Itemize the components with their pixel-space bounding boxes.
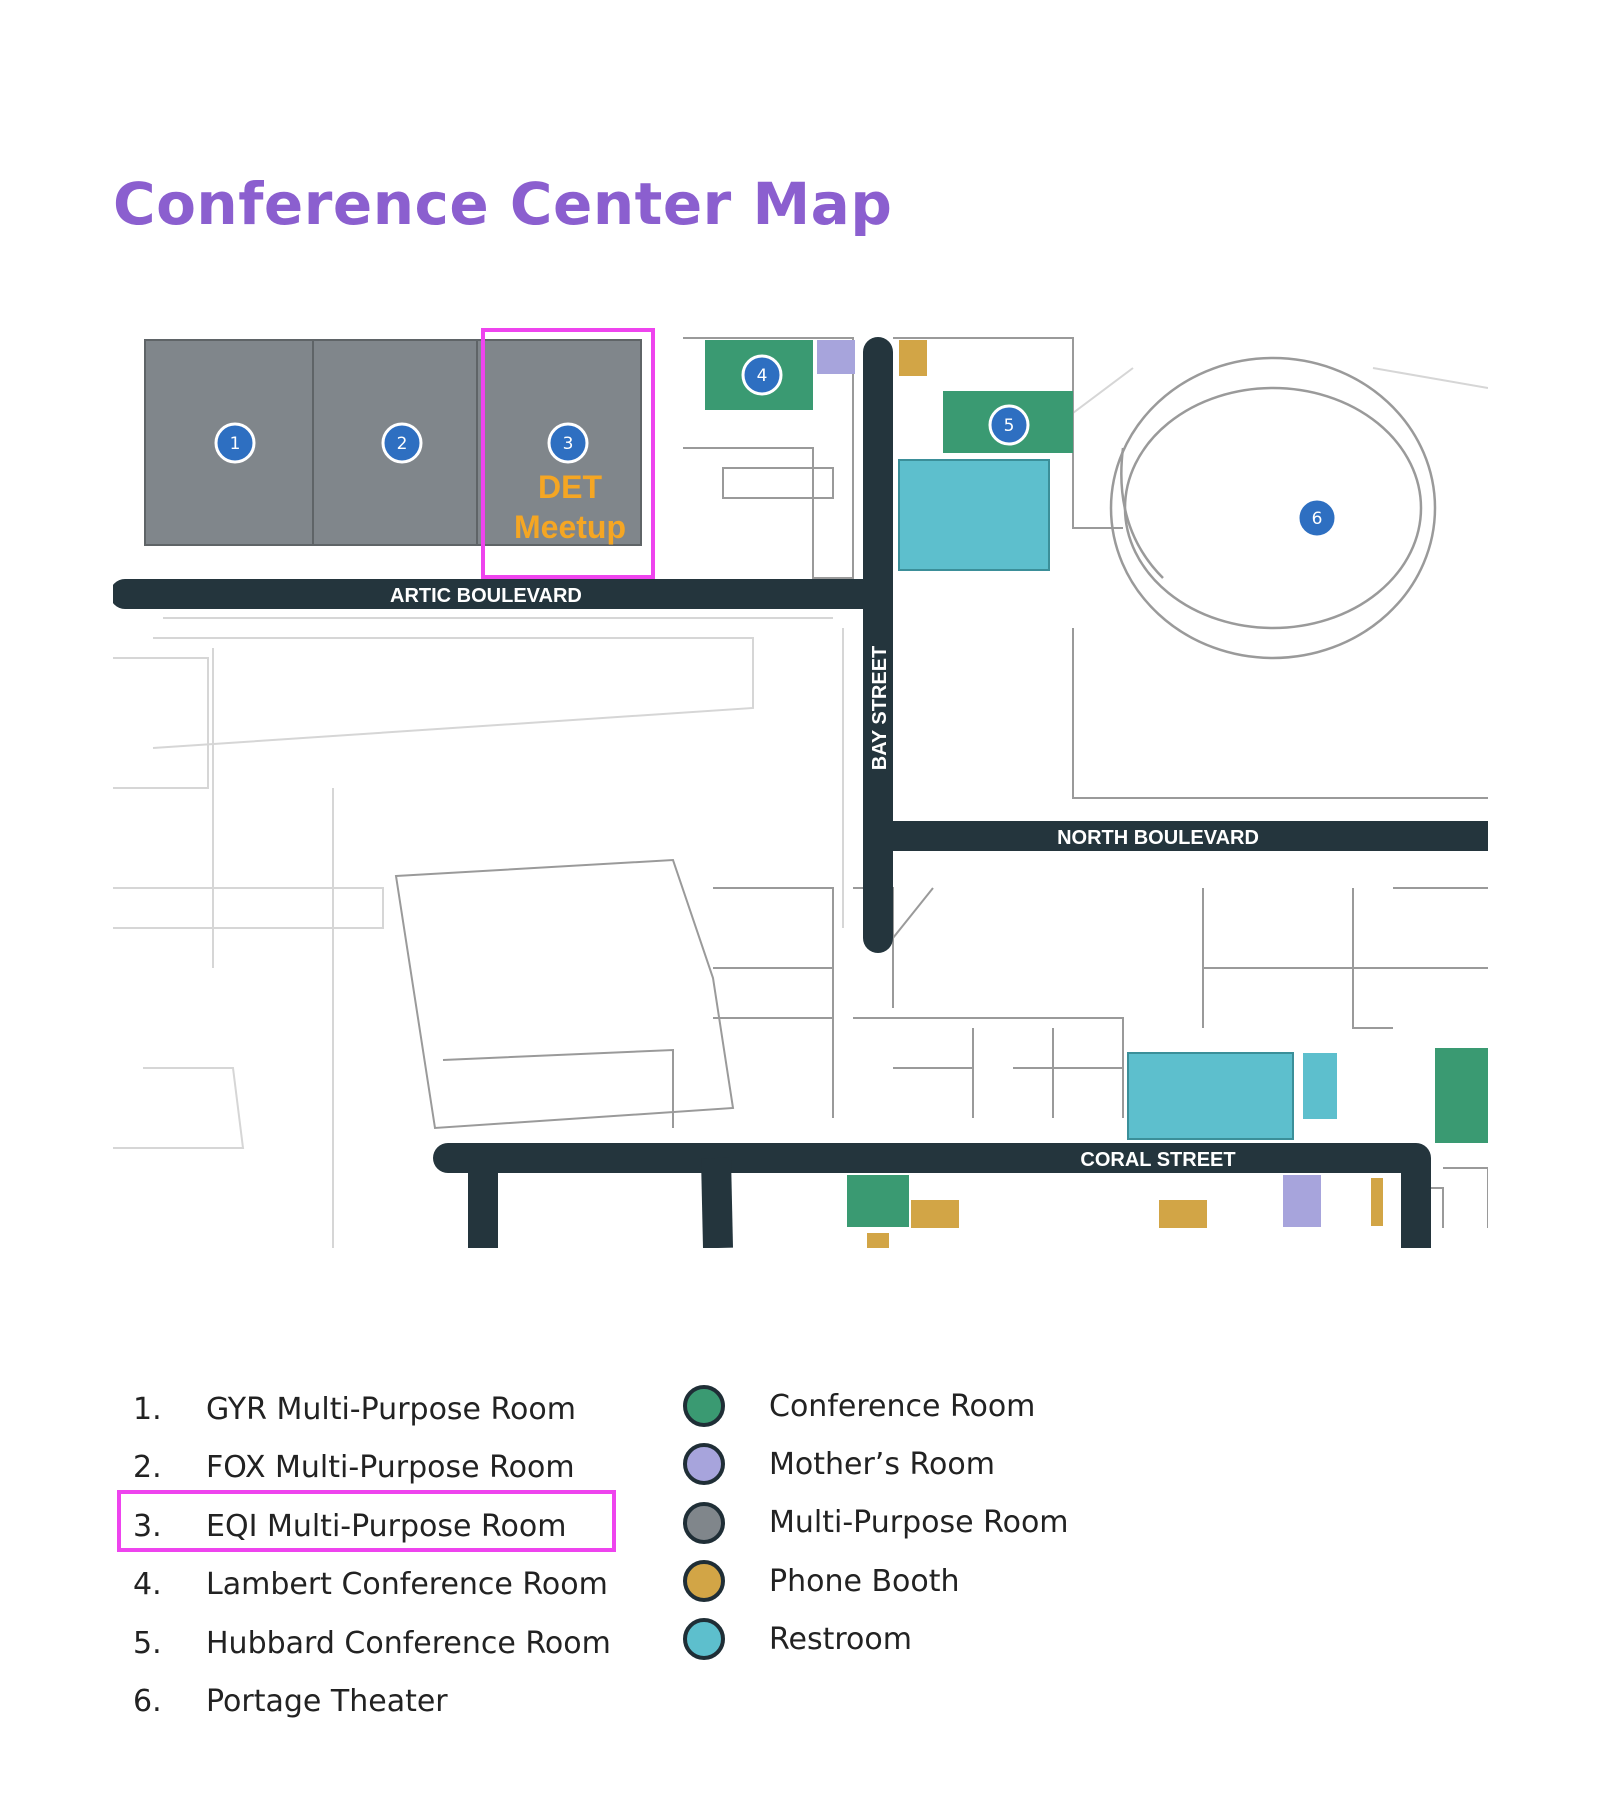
phone-booth-bottom-1 (911, 1200, 959, 1228)
room-list-item[interactable]: 3. EQI Multi-Purpose Room (133, 1497, 611, 1556)
mothers-room-top (817, 340, 855, 374)
conference-room-bottom-right (1435, 1048, 1488, 1143)
pin-5-icon (988, 404, 1030, 446)
room-name: FOX Multi-Purpose Room (206, 1450, 575, 1486)
pin-4-number: 4 (757, 366, 768, 386)
legend-item-multipurpose: Multi-Purpose Room (683, 1494, 1069, 1552)
legend-item-conference: Conference Room (683, 1377, 1069, 1435)
pin-3-number: 3 (563, 434, 574, 454)
legend-item-restroom: Restroom (683, 1610, 1069, 1668)
room-name: Lambert Conference Room (206, 1567, 608, 1603)
room-list-item[interactable]: 4. Lambert Conference Room (133, 1556, 611, 1615)
theater-outline (1109, 356, 1437, 660)
pin-6[interactable]: 6 (1296, 497, 1338, 539)
room-number: 3. (133, 1508, 162, 1544)
north-boulevard-label: NORTH BOULEVARD (1057, 827, 1259, 849)
pin-5-number: 5 (1004, 416, 1015, 436)
pin-4[interactable]: 4 (741, 354, 783, 396)
room-name: Hubbard Conference Room (206, 1625, 611, 1661)
room-number: 1. (133, 1391, 162, 1427)
room-list-item[interactable]: 6. Portage Theater (133, 1673, 611, 1732)
pin-2[interactable]: 2 (381, 422, 423, 464)
floor-plan-svg: ARTIC BOULEVARD BAY STREET NORTH BOULEVA… (113, 328, 1488, 1248)
conference-swatch-icon (683, 1385, 725, 1428)
multipurpose-swatch-icon (683, 1501, 725, 1544)
pin-3[interactable]: 3 (547, 422, 589, 464)
legend-label: Conference Room (769, 1388, 1036, 1424)
map-legend: Conference Room Mother’s Room Multi-Purp… (683, 1377, 1069, 1668)
restroom-swatch-icon (683, 1618, 725, 1661)
floor-map: ARTIC BOULEVARD BAY STREET NORTH BOULEVA… (113, 328, 1488, 1248)
pin-2-number: 2 (397, 434, 408, 454)
restroom-block-bottom (1127, 1052, 1294, 1140)
phone-booth-bottom-4 (867, 1233, 889, 1248)
pin-5[interactable]: 5 (988, 404, 1030, 446)
restroom-small-bottom (1303, 1053, 1337, 1119)
legend-label: Mother’s Room (769, 1446, 995, 1482)
room-name: Portage Theater (206, 1684, 448, 1720)
mothers-room-bottom (1283, 1175, 1321, 1227)
room-list-item[interactable]: 2. FOX Multi-Purpose Room (133, 1439, 611, 1498)
highlight-box-room-list (117, 1490, 616, 1552)
legend-item-mothers: Mother’s Room (683, 1435, 1069, 1493)
pin-6-number: 6 (1312, 509, 1323, 529)
artic-boulevard-label: ARTIC BOULEVARD (390, 585, 582, 607)
room-list-item[interactable]: 1. GYR Multi-Purpose Room (133, 1380, 611, 1439)
det-meetup-label-line-2: Meetup (514, 509, 626, 545)
phone-booth-swatch-icon (683, 1560, 725, 1603)
mothers-room-swatch-icon (683, 1443, 725, 1486)
phone-booth-bottom-3 (1371, 1178, 1383, 1226)
pin-2-icon (381, 422, 423, 464)
streets (113, 337, 1488, 1248)
det-meetup-label-line-1: DET (538, 469, 602, 505)
background-linework (113, 367, 1488, 1248)
conference-room-bottom (847, 1175, 909, 1227)
highlight-box-room-3 (481, 328, 655, 579)
pin-1[interactable]: 1 (214, 422, 256, 464)
pin-4-icon (741, 354, 783, 396)
page-title: Conference Center Map (113, 170, 893, 238)
phone-booth-bottom-2 (1159, 1200, 1207, 1228)
pin-6-icon (1296, 497, 1338, 539)
room-name: GYR Multi-Purpose Room (206, 1391, 576, 1427)
room-list: 1. GYR Multi-Purpose Room 2. FOX Multi-P… (133, 1380, 611, 1731)
room-list-item[interactable]: 5. Hubbard Conference Room (133, 1614, 611, 1673)
pin-1-icon (214, 422, 256, 464)
coral-street-label: CORAL STREET (1080, 1149, 1235, 1171)
room-name: EQI Multi-Purpose Room (206, 1508, 567, 1544)
room-number: 6. (133, 1684, 162, 1720)
restroom-block-top (898, 459, 1050, 571)
legend-item-phone-booth: Phone Booth (683, 1552, 1069, 1610)
pin-1-number: 1 (230, 434, 241, 454)
legend-label: Restroom (769, 1621, 912, 1657)
legend-label: Phone Booth (769, 1563, 960, 1599)
legend-label: Multi-Purpose Room (769, 1505, 1069, 1541)
phone-booth-top (899, 340, 927, 376)
pin-3-icon (547, 422, 589, 464)
room-number: 2. (133, 1450, 162, 1486)
bay-street-label: BAY STREET (869, 646, 891, 770)
room-number: 4. (133, 1567, 162, 1603)
room-number: 5. (133, 1625, 162, 1661)
